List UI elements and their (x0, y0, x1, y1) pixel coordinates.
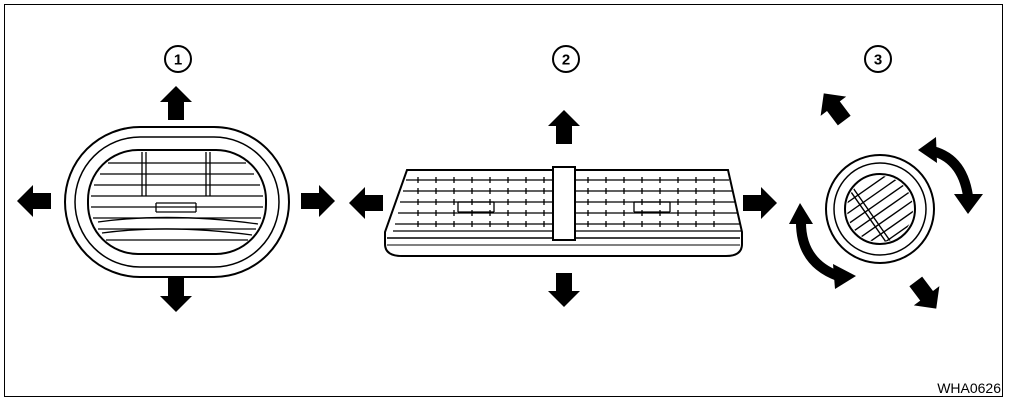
callout-1-label: 1 (174, 52, 182, 69)
callout-2-circle (552, 45, 580, 73)
arrow-down-icon (160, 278, 192, 312)
arrow-up-icon (160, 86, 192, 120)
callout-3-label: 3 (874, 52, 882, 69)
callout-1-circle (164, 45, 192, 73)
callout-3-circle (864, 45, 892, 73)
rotate-arrow-icon (918, 137, 983, 214)
arrow-up-icon (548, 110, 580, 144)
figure-code: WHA0626 (937, 380, 1001, 396)
round-rotating-vent: 3 (789, 45, 983, 319)
arrow-down-icon (548, 273, 580, 307)
oval-vent-grille (87, 149, 267, 255)
callout-2-label: 2 (562, 52, 570, 69)
arrow-up-icon (810, 83, 858, 131)
arrow-right-icon (301, 185, 335, 217)
rotate-arrow-icon (789, 203, 856, 289)
arrow-down-icon (902, 271, 950, 319)
arrow-left-icon (349, 187, 383, 219)
center-vent-divider (552, 166, 576, 241)
oval-side-vent: 1 (17, 45, 335, 312)
diagram-frame (4, 4, 1003, 397)
arrow-left-icon (17, 185, 51, 217)
center-twin-vent: 2 (349, 45, 777, 307)
center-vent-ticks (417, 177, 715, 227)
arrow-right-icon (743, 187, 777, 219)
